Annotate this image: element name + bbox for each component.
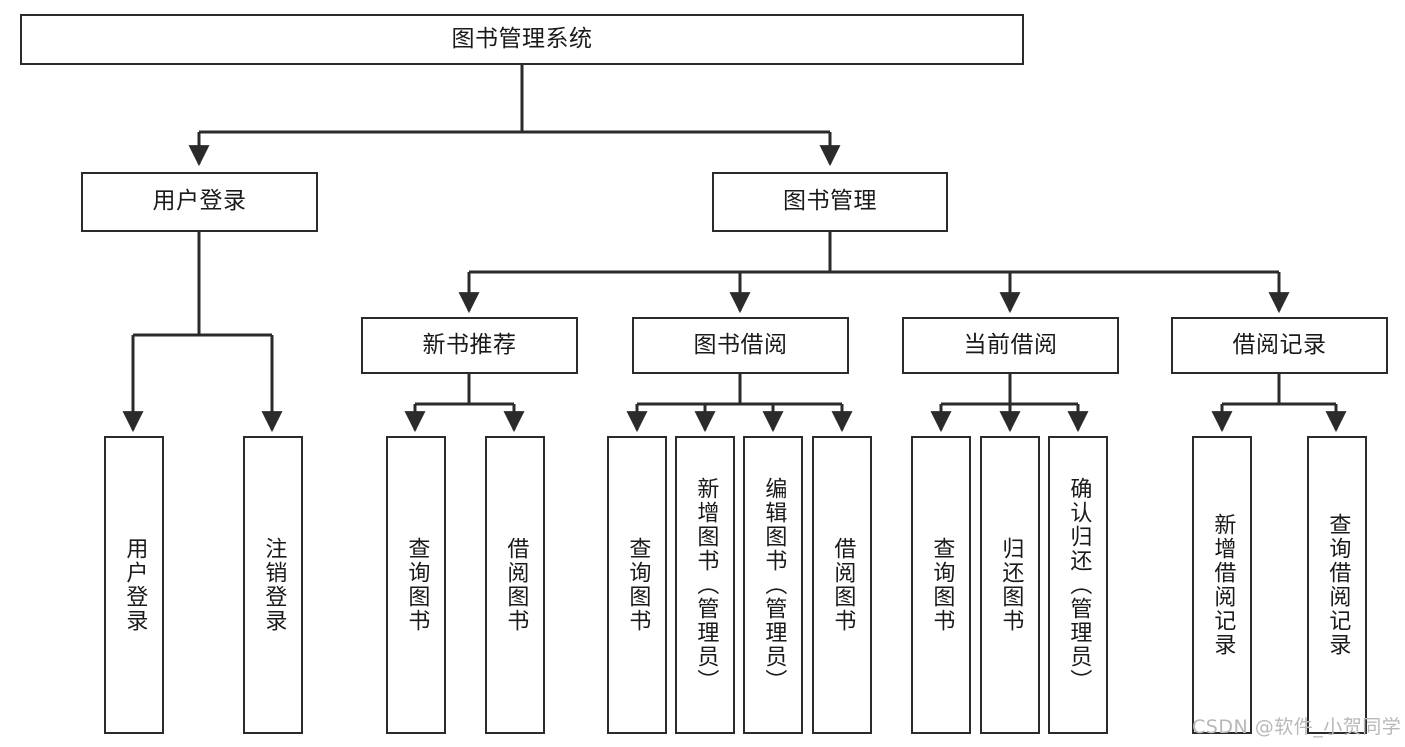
node-label: 查询借阅记录 [1325,513,1351,657]
leaf-borrow-add-book-admin[interactable]: 新增图书（管理员） [675,436,735,734]
node-label: 编辑图书（管理员） [761,477,787,693]
node-label: 确认归还（管理员） [1066,477,1092,693]
leaf-user-login-logout[interactable]: 注销登录 [243,436,303,734]
leaf-record-query-record[interactable]: 查询借阅记录 [1307,436,1367,734]
node-book-management[interactable]: 图书管理 [712,172,948,232]
leaf-user-login-login[interactable]: 用户登录 [104,436,164,734]
node-label: 归还图书 [998,537,1024,633]
node-label: 当前借阅 [963,331,1058,358]
node-book-management-system[interactable]: 图书管理系统 [20,14,1024,65]
node-new-book-recommend[interactable]: 新书推荐 [361,317,578,374]
node-label: 用户登录 [122,537,148,633]
leaf-recommend-borrow-book[interactable]: 借阅图书 [485,436,545,734]
node-label: 图书管理系统 [451,25,593,52]
node-borrow-record[interactable]: 借阅记录 [1171,317,1388,374]
node-label: 查询图书 [625,537,651,633]
node-label: 借阅记录 [1232,331,1327,358]
node-label: 图书管理 [783,188,877,215]
leaf-borrow-edit-book-admin[interactable]: 编辑图书（管理员） [743,436,803,734]
node-label: 注销登录 [261,537,287,633]
node-label: 查询图书 [404,537,430,633]
node-label: 新增借阅记录 [1210,513,1236,657]
node-label: 借阅图书 [503,537,529,633]
node-label: 新增图书（管理员） [693,477,719,693]
leaf-borrow-query-book[interactable]: 查询图书 [607,436,667,734]
leaf-current-return-book[interactable]: 归还图书 [980,436,1040,734]
node-label: 新书推荐 [422,331,517,358]
leaf-borrow-borrow-book[interactable]: 借阅图书 [812,436,872,734]
node-label: 查询图书 [929,537,955,633]
node-label: 借阅图书 [830,537,856,633]
node-current-borrow[interactable]: 当前借阅 [902,317,1119,374]
watermark-text: CSDN @软件_小贺同学 [1192,716,1402,738]
leaf-current-query-book[interactable]: 查询图书 [911,436,971,734]
node-book-borrow[interactable]: 图书借阅 [632,317,849,374]
leaf-current-confirm-return-admin[interactable]: 确认归还（管理员） [1048,436,1108,734]
node-user-login[interactable]: 用户登录 [81,172,318,232]
leaf-record-add-record[interactable]: 新增借阅记录 [1192,436,1252,734]
node-label: 用户登录 [152,188,247,215]
node-label: 图书借阅 [693,331,788,358]
leaf-recommend-query-book[interactable]: 查询图书 [386,436,446,734]
